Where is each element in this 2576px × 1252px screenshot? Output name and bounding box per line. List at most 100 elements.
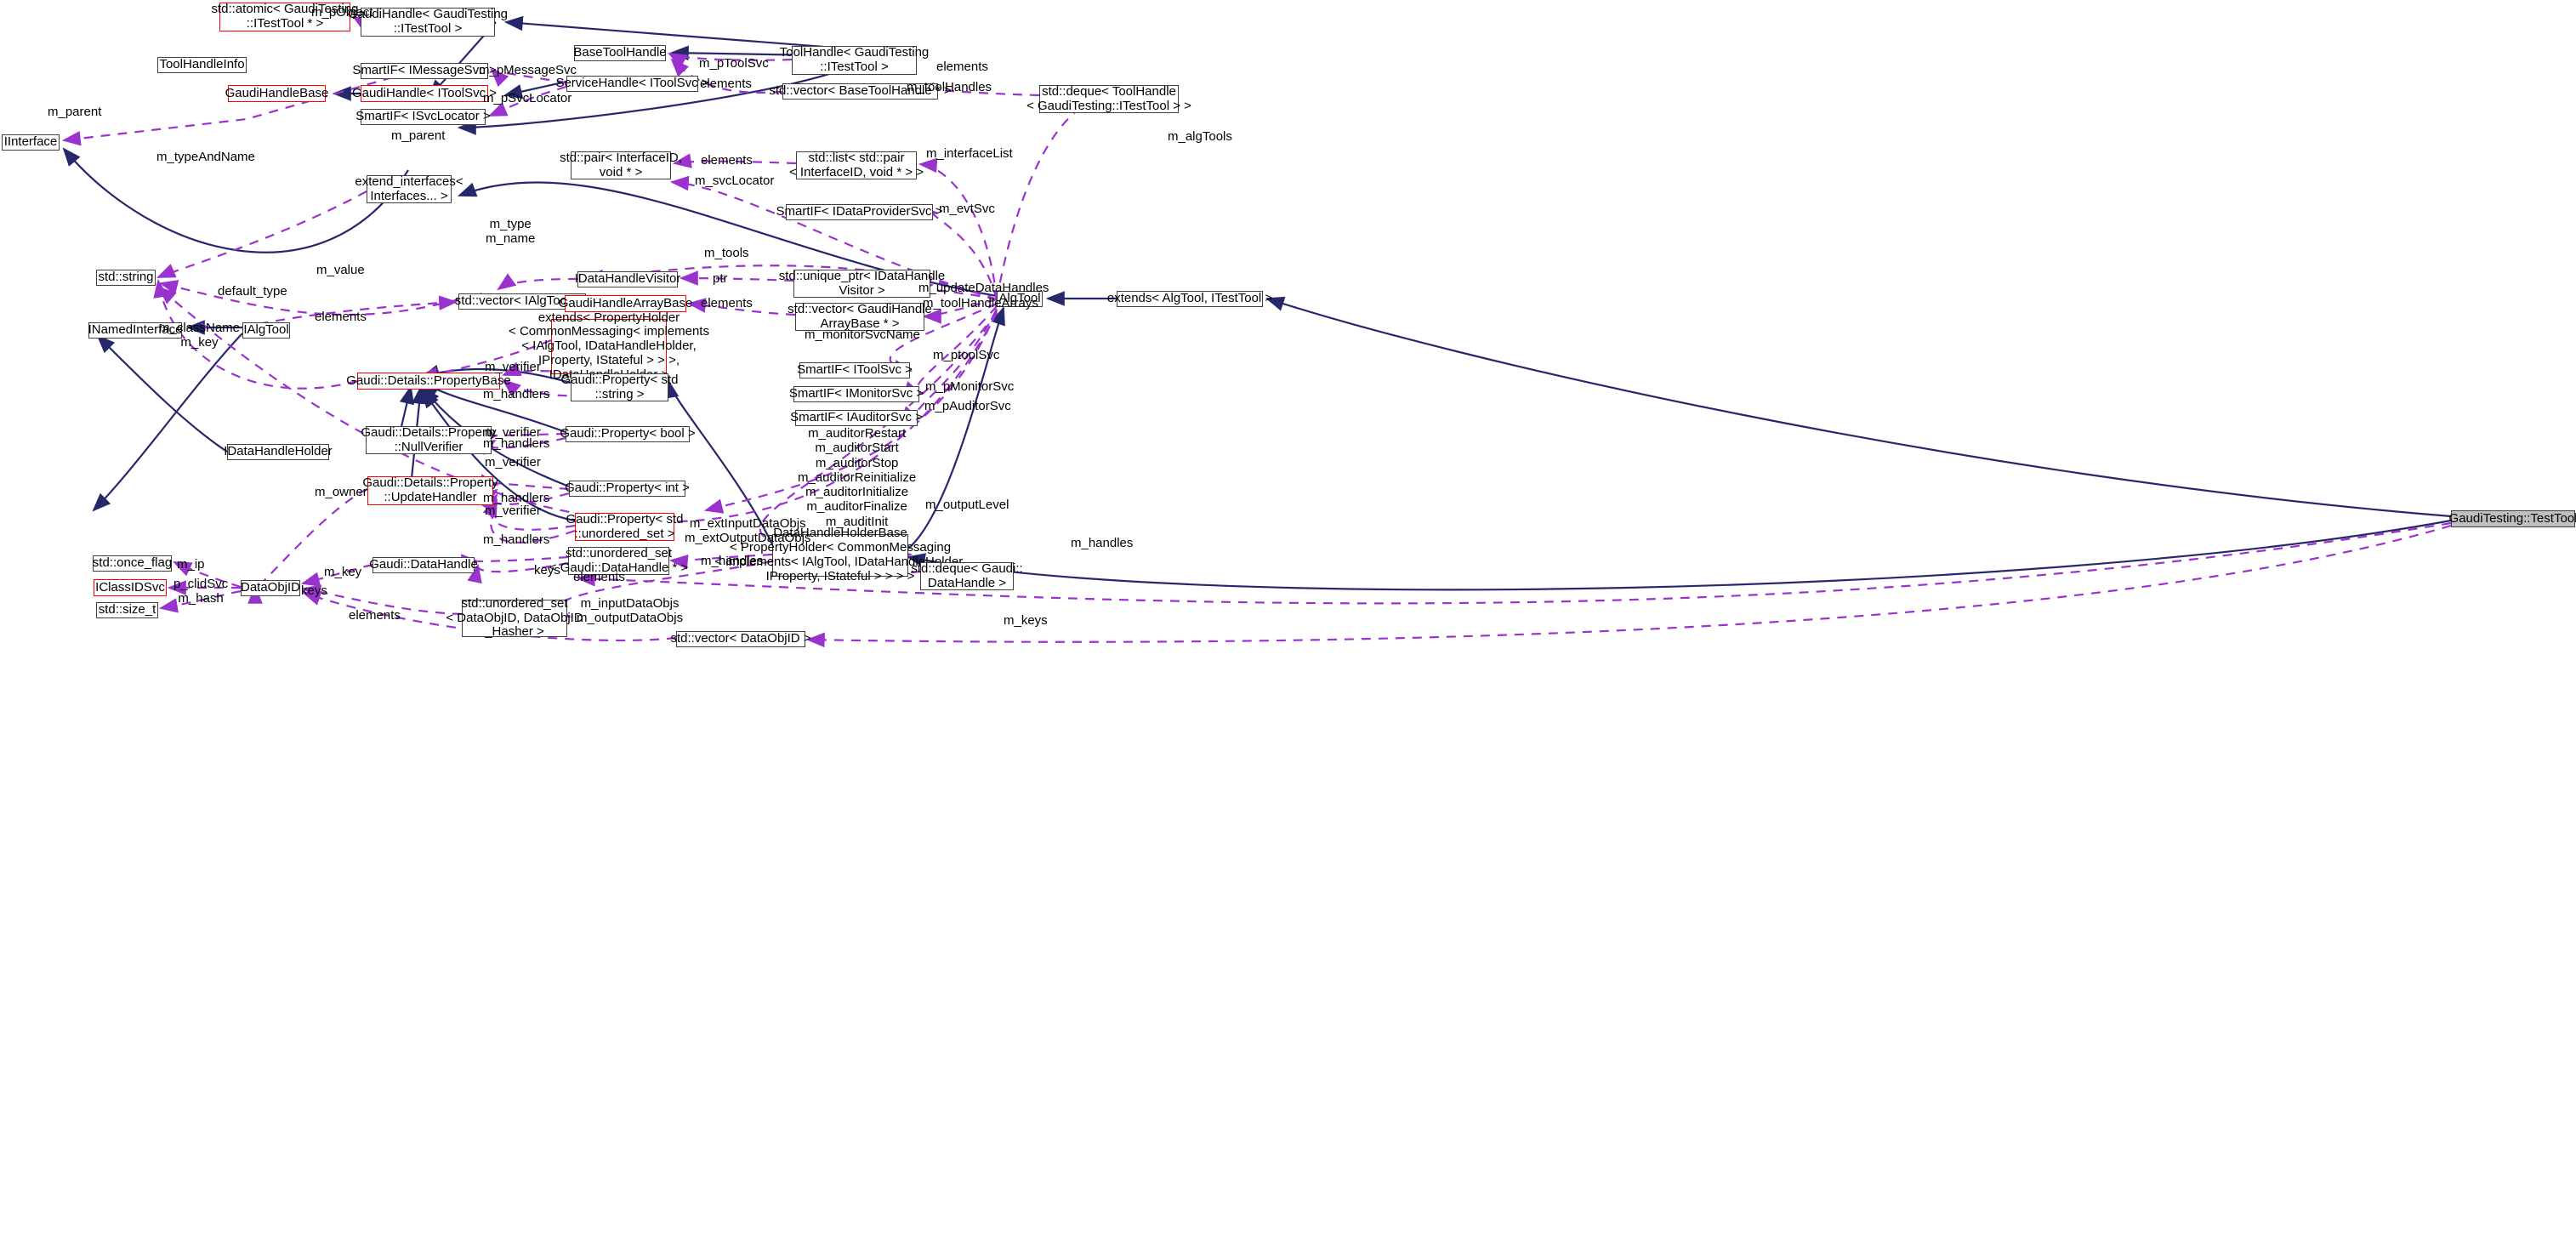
edge-label-elements4: elements [701, 296, 753, 310]
class-node-dataobjid[interactable]: DataObjID [240, 580, 301, 596]
edge-label-mkey1: m_key [324, 565, 362, 579]
class-node-extend_ifaces[interactable]: extend_interfaces< Interfaces... > [355, 174, 463, 203]
edge-label-mptoolsvc2: m_ptoolSvc [933, 348, 1000, 362]
edge-label-mtoolhandles: m_toolHandles [907, 80, 992, 94]
class-node-list_pair[interactable]: std::list< std::pair < InterfaceID, void… [789, 150, 924, 179]
edge-label-mparent2: m_parent [391, 128, 446, 143]
class-node-smartif_imsg[interactable]: SmartIF< IMessageSvc > [352, 63, 497, 79]
class-node-gauditesting_tt[interactable]: GaudiTesting::TestTool [2449, 510, 2576, 527]
edge-label-malgtools: m_algTools [1168, 129, 1232, 144]
class-node-deque_toolhandle[interactable]: std::deque< ToolHandle < GaudiTesting::I… [1026, 83, 1191, 113]
edge-label-ptr: ptr [713, 271, 728, 286]
class-node-extends_propholder[interactable]: extends< PropertyHolder < CommonMessagin… [509, 310, 709, 382]
class-node-std_string[interactable]: std::string [96, 270, 156, 286]
class-node-gh_itoolsvc[interactable]: GaudiHandle< IToolSvc > [352, 85, 497, 102]
class-node-prop_unordered[interactable]: Gaudi::Property< std ::unordered_set > [566, 511, 684, 541]
class-node-unordered_dataobj[interactable]: std::unordered_set < DataObjID, DataObjI… [446, 595, 583, 640]
edge-label-msvclocator: m_svcLocator [695, 174, 775, 188]
class-node-unordered_dh[interactable]: std::unordered_set < Gaudi::DataHandle *… [549, 545, 689, 575]
edge-label-elements1: elements [936, 60, 988, 74]
edge-label-mextinout: m_extInputDataObjs m_extOutputDataObjs [685, 516, 811, 546]
class-node-datahandle[interactable]: Gaudi::DataHandle [369, 557, 478, 573]
edge-label-elements5: elements [315, 310, 367, 324]
class-node-algtool[interactable]: AlgTool [997, 291, 1043, 307]
class-node-atomic[interactable]: std::atomic< GaudiTesting ::ITestTool * … [211, 2, 359, 31]
class-node-vec_ialgtool[interactable]: std::vector< IAlgTool * > [454, 293, 590, 310]
edge-label-keys1: keys [534, 563, 560, 578]
edge-label-mkeys: m_keys [1004, 613, 1048, 628]
class-node-idatahandleholder[interactable]: IDataHandleHolder [224, 444, 333, 460]
class-node-propertybase[interactable]: Gaudi::Details::PropertyBase [346, 373, 511, 390]
class-node-nullverifier[interactable]: Gaudi::Details::Property ::NullVerifier [361, 424, 497, 454]
class-node-deque_datahandle[interactable]: std::deque< Gaudi:: DataHandle > [911, 561, 1023, 590]
edge-label-mpmessagesvc: m_pMessageSvc [479, 63, 577, 77]
class-node-prop_int[interactable]: Gaudi::Property< int > [565, 481, 690, 497]
edge-label-mhandlers3: m_handlers [483, 491, 550, 505]
class-node-updatehandler[interactable]: Gaudi::Details::Property ::UpdateHandler [362, 475, 498, 505]
edge-label-mverifier1: m_verifier [485, 360, 541, 374]
edge-label-mpauditorsvc: m_pAuditorSvc [924, 399, 1011, 413]
class-node-iinterface[interactable]: IInterface [2, 134, 60, 151]
edge-label-defaulttype: default_type [218, 284, 287, 299]
edge-label-mverifier3: m_verifier [485, 455, 541, 469]
edge-label-moutputlevel: m_outputLevel [925, 498, 1009, 512]
class-node-vec_gharraybase[interactable]: std::vector< GaudiHandle ArrayBase * > [788, 301, 932, 331]
edge-label-minterfacelist: m_interfaceList [926, 146, 1013, 161]
edge-label-mupdatedh: m_updateDataHandles [918, 281, 1049, 295]
edge-label-mhandlers4: m_handlers [483, 532, 550, 547]
class-node-servicehandle[interactable]: ServiceHandle< IToolSvc > [555, 76, 709, 92]
edge-label-pclidsvc: p_clidSvc m_hash [173, 577, 229, 606]
class-node-iclassidsvc[interactable]: IClassIDSvc [94, 579, 167, 596]
class-node-pair_ifaceid[interactable]: std::pair< InterfaceID, void * > [560, 150, 682, 179]
edge-label-minoutdataobjs: m_inputDataObjs m_outputDataObjs [577, 596, 684, 626]
class-node-toolhandleinfo[interactable]: ToolHandleInfo [157, 57, 247, 73]
class-node-ghandlearraybase[interactable]: GaudiHandleArrayBase [559, 295, 692, 312]
edge-label-mclassname: m_className m_key [159, 321, 241, 350]
edge-label-mverifier4: m_verifier [485, 504, 541, 518]
edge-label-mip: m_ip [177, 557, 205, 572]
edge-label-mhandles2: m_handles [1071, 536, 1134, 550]
class-node-inamedinterface[interactable]: INamedInterface [88, 322, 183, 339]
edge-label-mverifier2: m_verifier [485, 425, 541, 440]
edge-label-elements6: elements [573, 570, 625, 584]
class-node-smartif_itoolsvc[interactable]: SmartIF< IToolSvc > [797, 362, 913, 378]
class-node-once_flag[interactable]: std::once_flag [92, 555, 173, 572]
class-node-gh_testtool[interactable]: GaudiHandle< GaudiTesting ::ITestTool > [347, 7, 509, 37]
class-node-gaudihandlebase[interactable]: GaudiHandleBase [225, 85, 328, 102]
edge-label-elements7: elements [349, 608, 401, 623]
edge-label-mvalue: m_value [316, 263, 365, 277]
class-node-smartif_imonitor[interactable]: SmartIF< IMonitorSvc > [788, 386, 924, 402]
class-node-prop_bool[interactable]: Gaudi::Property< bool > [560, 426, 696, 442]
class-node-smartif_iauditor[interactable]: SmartIF< IAuditorSvc > [790, 410, 923, 426]
edge-label-mpobject: m_pObject [311, 5, 373, 20]
class-node-dhholderbase[interactable]: DataHandleHolderBase < PropertyHolder< C… [714, 526, 966, 583]
edge-label-mpsvclocator: m_pSvcLocator [483, 91, 572, 105]
class-node-smartif_isvcloc[interactable]: SmartIF< ISvcLocator > [355, 109, 491, 125]
class-node-uniqueptr_visitor[interactable]: std::unique_ptr< IDataHandle Visitor > [778, 268, 946, 298]
class-node-size_t[interactable]: std::size_t [96, 602, 158, 618]
edge-label-mtools: m_tools [704, 246, 749, 260]
edge-label-elements3: elements [701, 153, 753, 168]
edge-label-mptoolsvc: m_pToolSvc [699, 56, 769, 71]
class-node-ialgtool[interactable]: IAlgTool [242, 322, 290, 339]
class-node-vec_dataobjid[interactable]: std::vector< DataObjID > [670, 631, 811, 647]
edge-label-mmonitorsvc: m_monitorSvcName [805, 327, 920, 342]
edge-label-mtoolhandlearr: m_toolHandleArrays [923, 296, 1038, 310]
edge-label-mparent1: m_parent [48, 105, 102, 119]
edge-label-keys2: keys [301, 583, 327, 598]
edge-label-auditorlist: m_auditorRestart m_auditorStart m_audito… [798, 426, 917, 529]
class-node-vec_btoolhandle[interactable]: std::vector< BaseToolHandle * > [769, 83, 952, 100]
class-node-basetoolhandle[interactable]: BaseToolHandle [573, 45, 667, 61]
edge-label-mhandlers1: m_handlers [483, 387, 550, 401]
edge-label-mowner: m_owner [315, 485, 367, 499]
edge-label-mhandlers2: m_handlers [483, 436, 550, 451]
class-node-prop_string[interactable]: Gaudi::Property< std ::string > [560, 372, 679, 401]
class-node-idatahandlevisitor[interactable]: IDataHandleVisitor [574, 271, 681, 287]
class-node-toolhandle_tt[interactable]: ToolHandle< GaudiTesting ::ITestTool > [779, 45, 930, 75]
edge-label-elements2: elements [700, 77, 752, 91]
edge-label-mpmonitorsvc: m_pMonitorSvc [925, 379, 1015, 394]
class-node-smartif_idataprov[interactable]: SmartIF< IDataProviderSvc > [776, 204, 943, 220]
class-node-extends_algtool[interactable]: extends< AlgTool, ITestTool > [1106, 291, 1273, 307]
edge-label-mtypeandname: m_typeAndName [156, 150, 255, 164]
